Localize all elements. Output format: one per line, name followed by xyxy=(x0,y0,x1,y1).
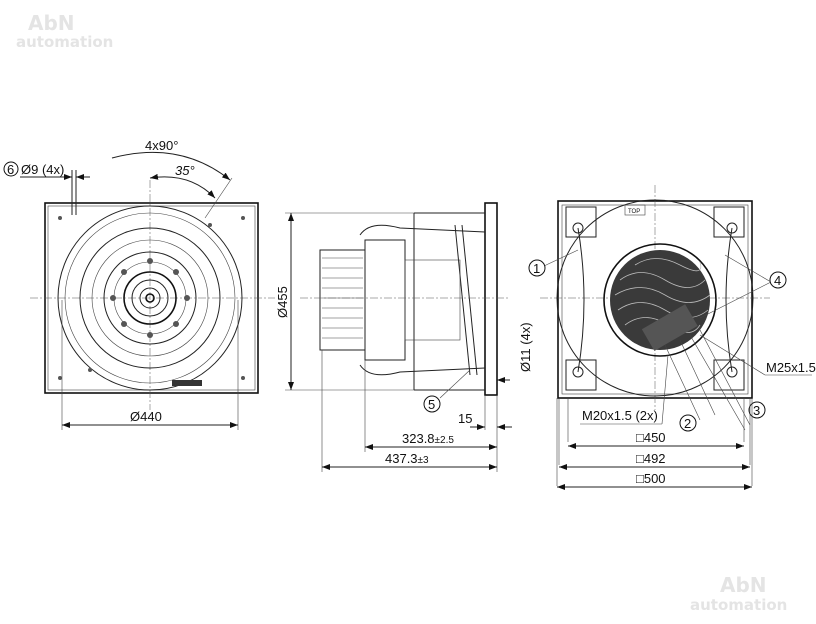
callout-3: 3 xyxy=(753,403,760,418)
callout-4: 4 xyxy=(774,273,781,288)
watermark-bottom: AbN automation xyxy=(690,573,787,614)
flange-thickness-label: 15 xyxy=(458,411,472,426)
side-view: Ø455 Ø11 (4x) 5 15 323.8±2.5 437.3±3 xyxy=(275,202,533,472)
angle-pattern-label: 4x90° xyxy=(145,138,178,153)
hole-diameter-label: Ø9 (4x) xyxy=(21,162,64,177)
angle-offset-label: 35° xyxy=(175,163,195,178)
watermark-text: automation xyxy=(16,33,113,51)
m20-gland-label: M20x1.5 (2x) xyxy=(582,408,658,423)
diameter-455-label: Ø455 xyxy=(275,286,290,318)
watermark-text: automation xyxy=(690,596,787,614)
square-492-label: □492 xyxy=(636,451,666,466)
length-inlet-label: 323.8±2.5 xyxy=(402,431,454,446)
front-view: 6 Ø9 (4x) 4x90° 35° Ø440 xyxy=(3,138,275,430)
diameter-440-label: Ø440 xyxy=(130,409,162,424)
top-label: TOP xyxy=(628,209,640,215)
watermark-top: AbN automation xyxy=(16,11,113,51)
watermark-logo: AbN xyxy=(28,11,75,35)
callout-5: 5 xyxy=(428,397,435,412)
callout-1: 1 xyxy=(533,261,540,276)
rear-view: TOP 1 4 M25x1.5 M20x1.5 (2x) 2 3 xyxy=(528,185,816,490)
callout-2: 2 xyxy=(684,416,691,431)
watermark-logo: AbN xyxy=(720,573,767,597)
length-total-label: 437.3±3 xyxy=(385,451,429,466)
square-450-label: □450 xyxy=(636,430,666,445)
flange-hole-label: Ø11 (4x) xyxy=(518,322,533,372)
square-500-label: □500 xyxy=(636,471,666,486)
m25-gland-label: M25x1.5 xyxy=(766,360,816,375)
callout-6: 6 xyxy=(7,162,14,177)
